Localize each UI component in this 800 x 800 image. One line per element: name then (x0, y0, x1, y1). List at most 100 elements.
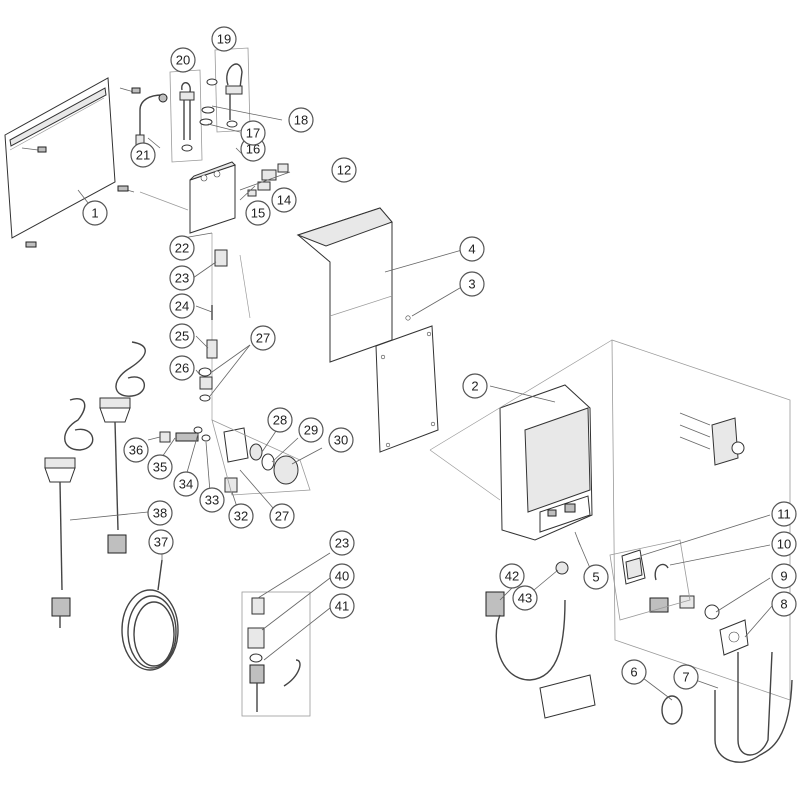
callout-36: 36 (123, 437, 149, 463)
svg-text:21: 21 (136, 148, 150, 163)
svg-text:22: 22 (175, 241, 189, 256)
svg-text:20: 20 (176, 53, 190, 68)
svg-text:23: 23 (335, 536, 349, 551)
svg-text:1: 1 (91, 206, 98, 221)
svg-text:5: 5 (592, 570, 599, 585)
callout-1: 1 (82, 200, 108, 226)
fitting-group-19 (214, 47, 251, 133)
svg-text:36: 36 (129, 443, 143, 458)
callout-33: 33 (199, 487, 225, 513)
callout-19: 19 (211, 26, 237, 52)
svg-text:16: 16 (246, 142, 260, 157)
mounting-plate-part (4, 77, 189, 248)
svg-text:41: 41 (335, 599, 349, 614)
callout-10: 10 (771, 531, 797, 557)
callout-9: 9 (771, 563, 797, 589)
callout-12: 12 (331, 157, 357, 183)
callout-24: 24 (169, 293, 195, 319)
svg-text:40: 40 (335, 569, 349, 584)
back-plate-part (375, 315, 439, 453)
svg-text:26: 26 (175, 361, 189, 376)
svg-text:12: 12 (337, 163, 351, 178)
callout-23-lower: 23 (329, 530, 355, 556)
coil-tube-part (121, 559, 179, 671)
callout-27-lower: 27 (269, 503, 295, 529)
callout-29: 29 (298, 417, 324, 443)
svg-text:8: 8 (780, 597, 787, 612)
callout-22: 22 (169, 235, 195, 261)
callout-42: 42 (499, 563, 525, 589)
svg-text:7: 7 (682, 670, 689, 685)
callout-11: 11 (771, 501, 797, 527)
svg-text:27: 27 (256, 331, 270, 346)
svg-text:15: 15 (251, 206, 265, 221)
callout-18: 18 (288, 107, 314, 133)
svg-text:33: 33 (205, 493, 219, 508)
callout-4: 4 (459, 236, 485, 262)
svg-text:10: 10 (777, 537, 791, 552)
callout-2: 2 (462, 373, 488, 399)
callout-26: 26 (169, 355, 195, 381)
svg-text:25: 25 (175, 329, 189, 344)
svg-text:29: 29 (304, 423, 318, 438)
callout-27: 27 (250, 325, 276, 351)
sensor-cable-part (135, 93, 168, 146)
svg-text:30: 30 (334, 433, 348, 448)
valve-stack-parts (198, 249, 251, 402)
fitting-group-20 (169, 69, 203, 163)
probe-assemblies-part (44, 341, 149, 628)
o-ring-parts (199, 78, 283, 133)
svg-text:32: 32 (234, 509, 248, 524)
svg-text:23: 23 (175, 271, 189, 286)
callout-3: 3 (459, 271, 485, 297)
svg-text:19: 19 (217, 32, 231, 47)
svg-text:43: 43 (518, 591, 532, 606)
svg-text:28: 28 (273, 413, 287, 428)
callout-6: 6 (621, 659, 647, 685)
svg-text:35: 35 (153, 460, 167, 475)
callout-30: 30 (328, 427, 354, 453)
callout-32: 32 (228, 503, 254, 529)
callout-37: 37 (148, 529, 174, 555)
svg-text:14: 14 (277, 193, 291, 208)
valve-kit-box (241, 591, 311, 717)
controller-housing-part (499, 384, 593, 541)
callout-40: 40 (329, 563, 355, 589)
callout-38: 38 (147, 500, 173, 526)
callout-43: 43 (512, 585, 538, 611)
svg-text:38: 38 (153, 506, 167, 521)
callout-5: 5 (583, 564, 609, 590)
svg-text:6: 6 (630, 665, 637, 680)
callout-41: 41 (329, 593, 355, 619)
sensor-and-tubes-part (661, 651, 793, 763)
svg-text:4: 4 (468, 242, 475, 257)
front-cover-part (296, 207, 393, 363)
callout-15: 15 (245, 200, 271, 226)
svg-text:3: 3 (468, 277, 475, 292)
svg-text:9: 9 (780, 569, 787, 584)
svg-text:2: 2 (471, 379, 478, 394)
callout-21: 21 (130, 142, 156, 168)
callout-23: 23 (169, 265, 195, 291)
callout-34: 34 (173, 471, 199, 497)
svg-text:17: 17 (246, 126, 260, 141)
svg-text:37: 37 (154, 535, 168, 550)
svg-text:11: 11 (777, 507, 791, 522)
callout-7: 7 (673, 664, 699, 690)
callout-17: 17 (240, 120, 266, 146)
valve-body-parts (159, 419, 311, 496)
callout-8: 8 (771, 591, 797, 617)
svg-text:42: 42 (505, 569, 519, 584)
callout-35: 35 (147, 454, 173, 480)
callout-14: 14 (271, 187, 297, 213)
callout-25: 25 (169, 323, 195, 349)
power-cable-part (485, 531, 596, 719)
callout-20: 20 (170, 47, 196, 73)
svg-text:24: 24 (175, 299, 189, 314)
pump-parts (609, 539, 749, 656)
svg-text:34: 34 (179, 477, 193, 492)
svg-text:18: 18 (294, 113, 308, 128)
svg-text:27: 27 (275, 509, 289, 524)
callout-28: 28 (267, 407, 293, 433)
